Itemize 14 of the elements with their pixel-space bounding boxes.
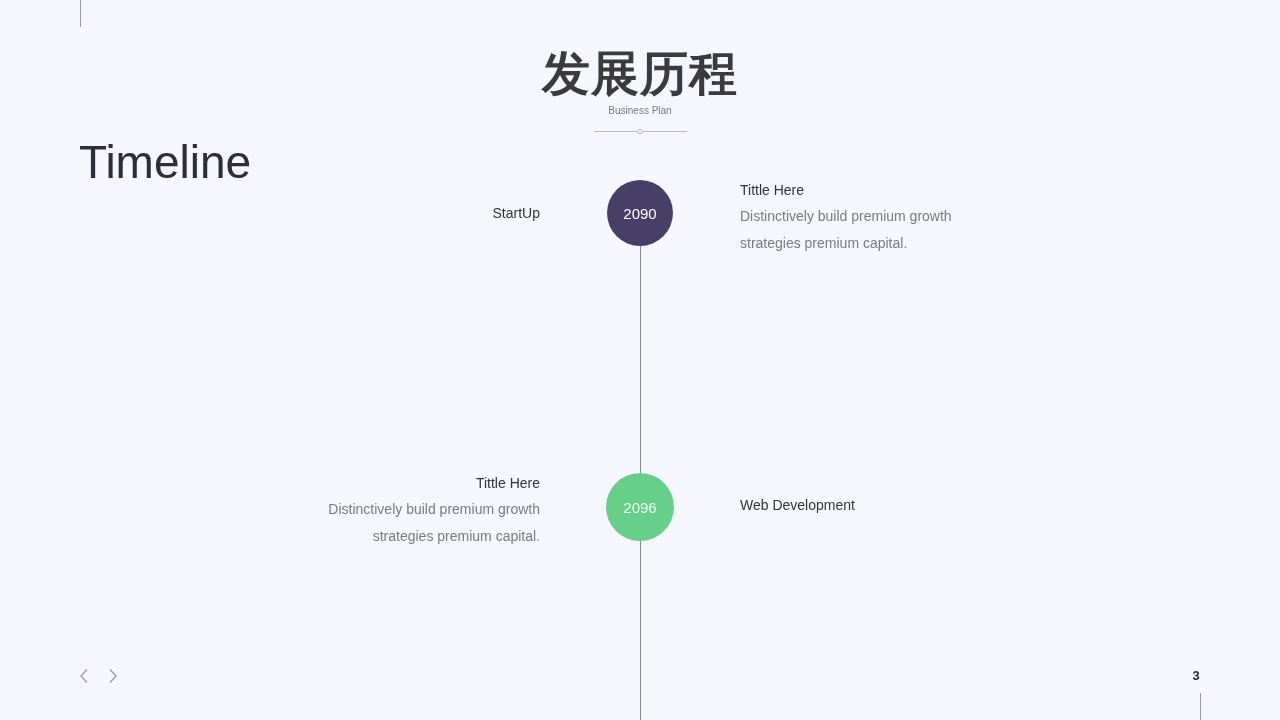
year-circle: 2090	[607, 180, 673, 246]
step-title: Tittle Here	[740, 181, 805, 200]
step-description: Distinctively build premium growth strategies premium capital.	[740, 206, 953, 253]
page-title: 发展历程	[542, 44, 738, 103]
subtitle: Business Plan	[608, 104, 672, 118]
section-heading: Timeline	[79, 135, 252, 189]
step-description: Distinctively build premium growth strategies premium capital.	[327, 499, 540, 546]
year-circle: 2096	[606, 473, 674, 541]
timeline-line	[640, 245, 641, 474]
page-number: 3	[1192, 668, 1200, 684]
step-label: Web Development	[740, 496, 855, 515]
step-title: Tittle Here	[475, 474, 540, 493]
step-label: StartUp	[492, 204, 540, 223]
timeline-line	[640, 540, 641, 720]
